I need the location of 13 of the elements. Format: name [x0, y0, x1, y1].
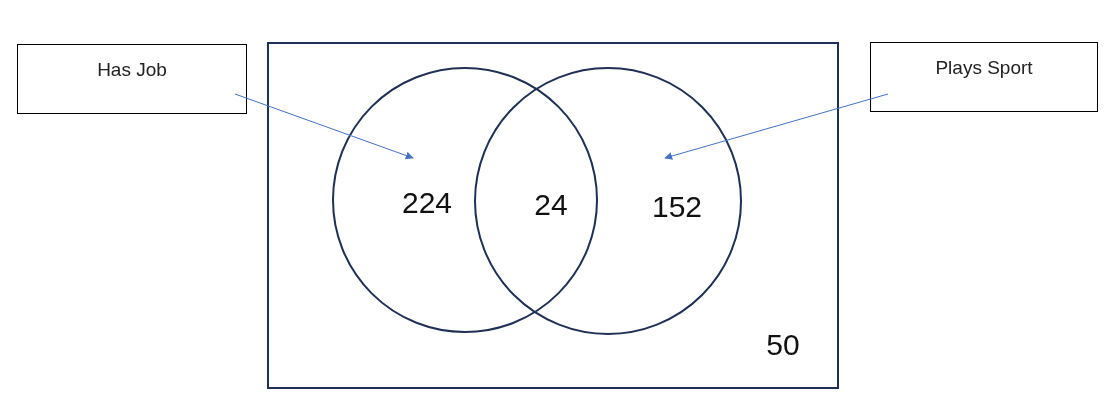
label-box	[17, 44, 247, 114]
universe-rectangle	[267, 42, 839, 389]
count-label: 24	[534, 188, 568, 222]
arrow	[234, 93, 414, 160]
count-label: 50	[766, 328, 800, 362]
arrow	[664, 93, 889, 160]
count-label: 152	[651, 190, 703, 224]
set-circle	[474, 67, 742, 335]
box-label: Plays Sport	[934, 57, 1034, 79]
label-box	[870, 42, 1098, 112]
box-label: Has Job	[96, 59, 168, 81]
set-circle	[332, 67, 598, 333]
count-label: 224	[401, 186, 453, 220]
